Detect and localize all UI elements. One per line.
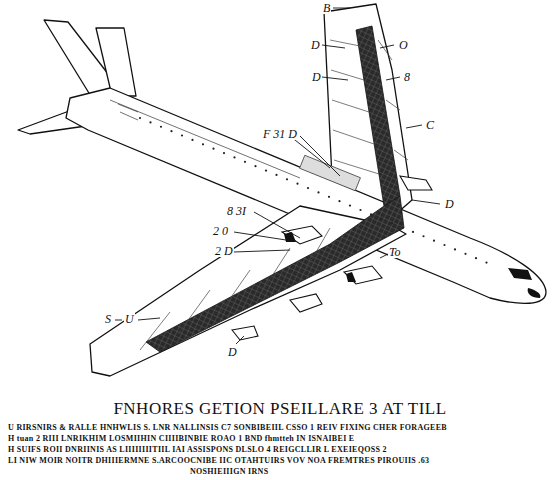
- window: [254, 165, 256, 167]
- diagram-title: FNHORES GETION PSEILLARE 3 AT TILL: [0, 400, 560, 417]
- window: [170, 130, 172, 132]
- leader-lines: [115, 8, 440, 344]
- window: [317, 191, 319, 193]
- window: [370, 213, 372, 215]
- window: [244, 161, 246, 163]
- callout-number: U: [124, 313, 135, 325]
- callout-number: D: [311, 71, 322, 83]
- callout-number: B: [322, 2, 331, 14]
- callout-number: 2 D: [214, 245, 234, 257]
- window: [139, 117, 141, 119]
- window: [485, 261, 487, 263]
- window: [422, 235, 424, 237]
- window: [349, 205, 351, 207]
- window: [160, 126, 162, 128]
- window: [202, 143, 204, 145]
- callout-number: 2 0: [212, 225, 229, 237]
- window: [233, 156, 235, 158]
- callout-number: S: [104, 313, 112, 325]
- callout-number: To: [388, 246, 402, 258]
- vertical-fin: [96, 28, 136, 96]
- wing-ribs: [140, 40, 408, 350]
- callout-number: O: [398, 39, 409, 51]
- window: [149, 121, 151, 123]
- window: [433, 240, 435, 242]
- wing-spar-band: [146, 196, 404, 352]
- caption-text-row: H SUIFS ROII DNRIINIS AS LIIIIIIIITIIL I…: [8, 446, 387, 454]
- callout-number: D: [444, 198, 455, 210]
- callout-number: D: [310, 39, 321, 51]
- window: [401, 226, 403, 228]
- window: [286, 178, 288, 180]
- window: [296, 183, 298, 185]
- window: [328, 196, 330, 198]
- window: [443, 244, 445, 246]
- cockpit-window: [508, 268, 532, 280]
- window: [338, 200, 340, 202]
- window: [391, 222, 393, 224]
- fuselage-details: [110, 100, 360, 191]
- callout-number: 8: [403, 71, 411, 83]
- window-row: [139, 117, 488, 264]
- window: [412, 231, 414, 233]
- window: [475, 257, 477, 259]
- window: [464, 253, 466, 255]
- window: [380, 218, 382, 220]
- window: [223, 152, 225, 154]
- caption-text-row: LI NIW MOIR NOITR DHIIIERMNE S.ARCOOCNIB…: [8, 457, 429, 465]
- callout-number: D: [227, 346, 238, 358]
- caption-text-row: U RIRSNIRS & RALLE HNHWLIS S. LNR NALLIN…: [8, 424, 447, 432]
- caption-text-row: H tuan 2 RIII LNRIKHIM LOSMIIHIN CIIIIBI…: [8, 435, 355, 443]
- window: [212, 148, 214, 150]
- callout-number: F 31 D: [262, 128, 298, 140]
- caption-text-row: NOSHIEIIIGN IRNS: [190, 468, 268, 476]
- window: [181, 134, 183, 136]
- window: [275, 174, 277, 176]
- wing-spar-band: [356, 26, 400, 206]
- nose-cone: [528, 288, 541, 298]
- window: [307, 187, 309, 189]
- window: [191, 139, 193, 141]
- engine-intakes: [284, 232, 356, 282]
- window: [359, 209, 361, 211]
- callout-number: 8 3I: [226, 205, 247, 217]
- engine-pods: [232, 176, 432, 340]
- window: [454, 248, 456, 250]
- callout-number: C: [425, 119, 435, 131]
- window: [265, 169, 267, 171]
